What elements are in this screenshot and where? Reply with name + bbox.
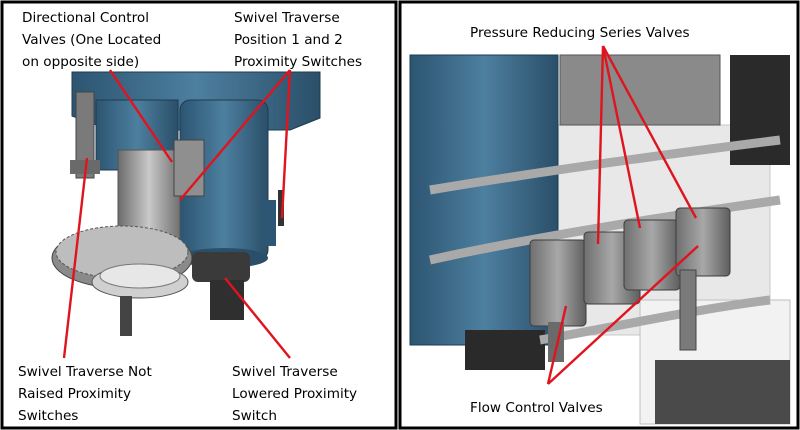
callout-pressure-3 (601, 45, 698, 219)
label-lowered: Swivel Traverse Lowered Proximity Switch (232, 364, 361, 424)
callout-pressure-1 (596, 45, 605, 245)
label-directional-control: Directional Control Valves (One Located … (22, 10, 166, 70)
label-pressure-reducing: Pressure Reducing Series Valves (470, 25, 690, 41)
left-callout-lines (62, 69, 292, 359)
callout-lowered (224, 277, 291, 359)
right-callout-lines (546, 45, 699, 385)
label-not-raised: Swivel Traverse Not Raised Proximity Swi… (18, 364, 156, 424)
label-swivel-position: Swivel Traverse Position 1 and 2 Proximi… (234, 10, 362, 70)
callout-position-2 (280, 69, 292, 219)
callout-flow-2 (547, 245, 699, 385)
callout-flow-1 (546, 305, 568, 385)
left-machine-illustration (51, 71, 321, 336)
callout-directional (109, 69, 173, 163)
callout-not-raised (62, 157, 89, 359)
callout-pressure-2 (601, 45, 642, 229)
label-flow-control: Flow Control Valves (470, 400, 603, 416)
callout-position-1 (179, 69, 291, 201)
